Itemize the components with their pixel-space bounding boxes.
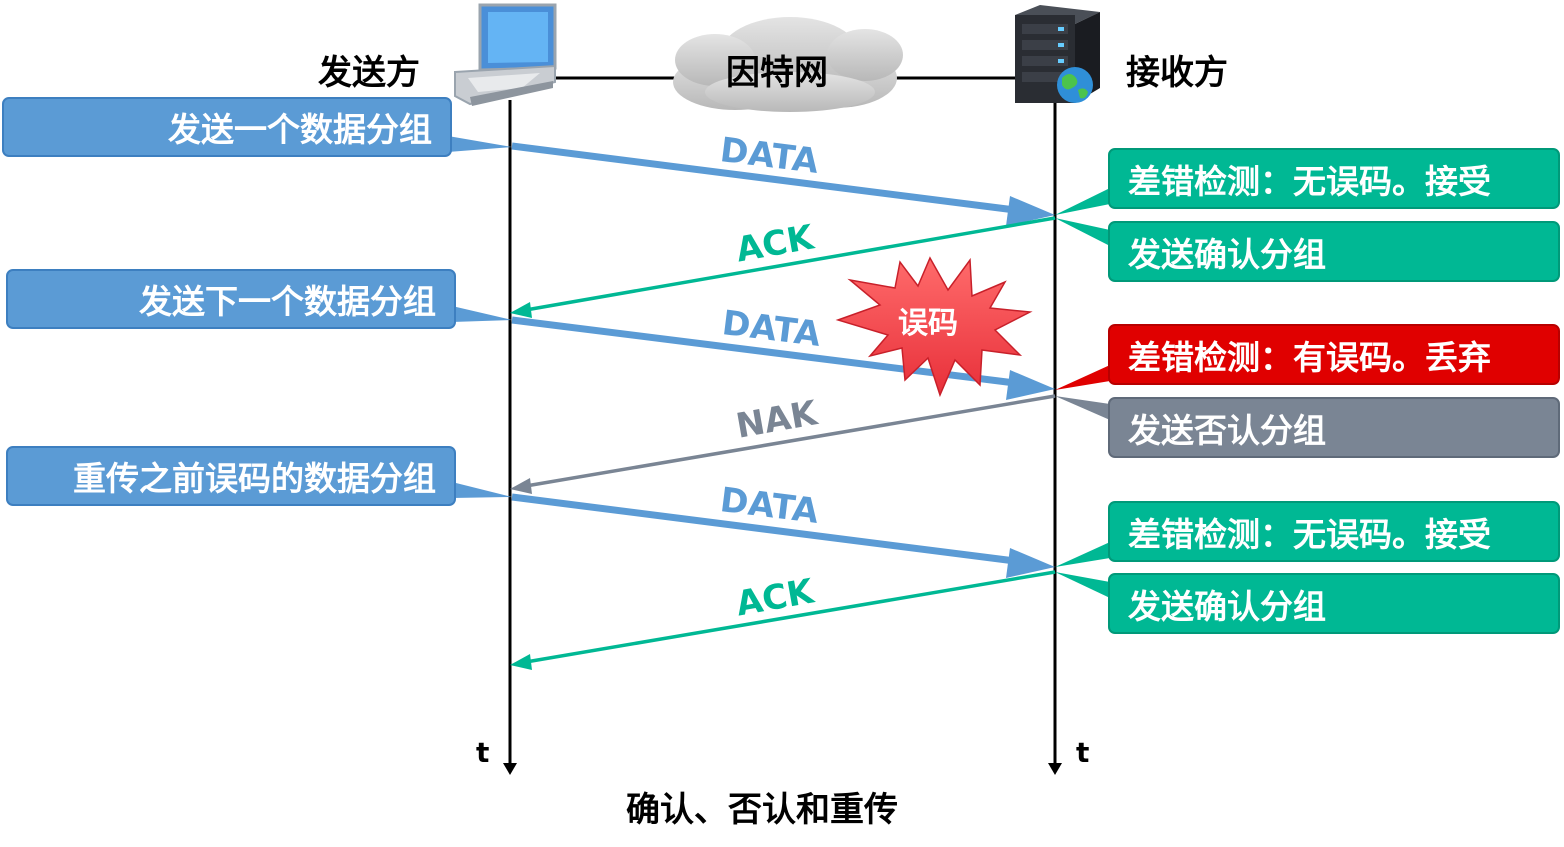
receiver-note-send-ack-1: 发送确认分组: [1108, 221, 1560, 282]
sender-note-send-first: 发送一个数据分组: [2, 97, 452, 157]
data-arrow-1: [511, 142, 1055, 226]
callout-tail-receiver-5: [1055, 542, 1110, 567]
caption: 确认、否认和重传: [626, 790, 898, 830]
callout-tail-receiver-4: [1055, 396, 1110, 420]
receiver-time-label: t: [1076, 736, 1090, 769]
callout-tail-receiver-6: [1055, 572, 1110, 598]
data-arrow-2: [511, 316, 1055, 400]
sender-time-label: t: [476, 736, 490, 769]
receiver-note-check-ok-1: 差错检测：无误码。接受: [1108, 148, 1560, 209]
callout-tail-receiver-2: [1055, 218, 1110, 246]
sender-timeline-arrowhead: [503, 763, 517, 775]
receiver-timeline-arrowhead: [1048, 763, 1062, 775]
callout-tail-receiver-3: [1055, 365, 1110, 390]
callout-tail-sender-2: [452, 306, 512, 322]
starburst-icon: [835, 256, 1033, 398]
callout-tail-receiver-1: [1055, 188, 1110, 215]
receiver-note-check-ok-2: 差错检测：无误码。接受: [1108, 501, 1560, 562]
receiver-note-check-error: 差错检测：有误码。丢弃: [1108, 324, 1560, 385]
receiver-note-send-ack-2: 发送确认分组: [1108, 573, 1560, 634]
nak-arrow: [510, 394, 1056, 494]
callout-tail-sender-3: [452, 482, 512, 498]
cloud-icon: [673, 17, 903, 112]
receiver-label: 接收方: [1126, 53, 1228, 93]
laptop-icon: [454, 3, 557, 106]
network-label: 因特网: [726, 53, 828, 93]
error-burst-label: 误码: [898, 306, 958, 341]
sender-label: 发送方: [318, 53, 420, 93]
sender-note-send-next: 发送下一个数据分组: [6, 269, 456, 329]
ack-arrow-1: [510, 216, 1056, 318]
ack-arrow-2: [510, 570, 1056, 670]
receiver-note-send-nak: 发送否认分组: [1108, 397, 1560, 458]
data-arrow-3: [511, 493, 1055, 578]
sender-note-retransmit: 重传之前误码的数据分组: [6, 446, 456, 506]
callout-tail-sender-1: [448, 136, 512, 152]
server-icon: [1015, 5, 1100, 103]
